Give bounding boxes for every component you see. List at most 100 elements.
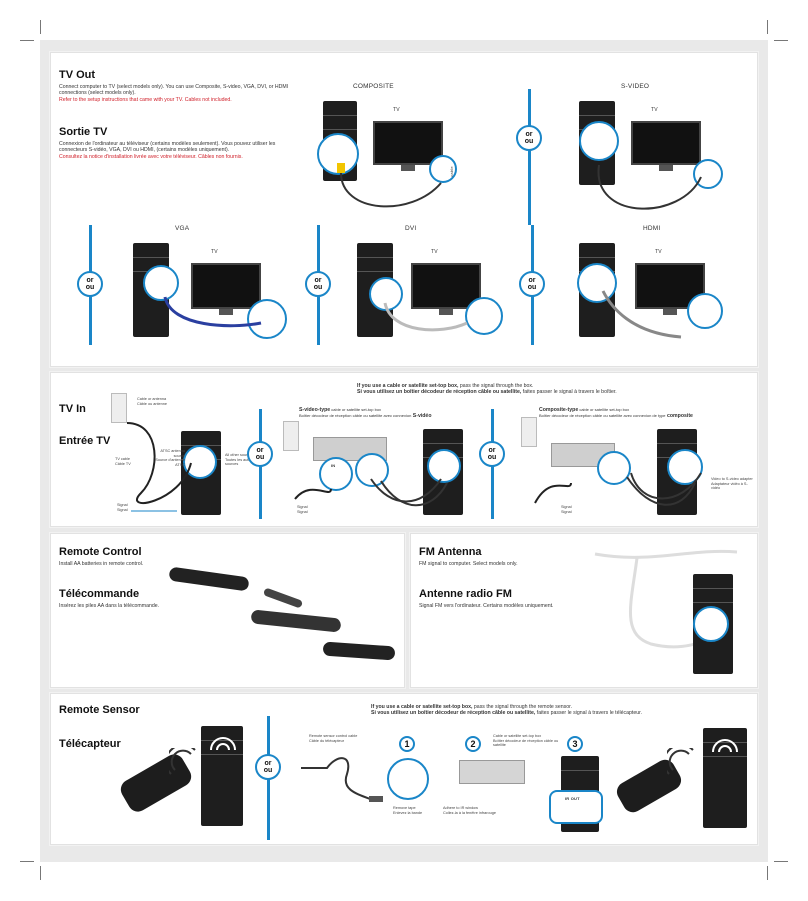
settop-composite-callout: [597, 451, 631, 485]
vga-label: VGA: [175, 225, 190, 232]
hdmi-cable: [601, 290, 682, 339]
dvi-label: DVI: [405, 225, 417, 232]
hdmi-label: HDMI: [643, 225, 661, 232]
vga-cable: [163, 296, 262, 328]
remote-control-open-image: [250, 609, 342, 633]
composite-label: COMPOSITE: [353, 83, 394, 90]
remote-control-title: Remote Control: [59, 546, 142, 558]
composite-cable: [337, 163, 442, 208]
ir-signal-icon: [169, 748, 196, 775]
settop-box-sensor: [459, 760, 525, 784]
crop-mark: [767, 866, 768, 880]
fm-port-callout: [693, 606, 729, 642]
remote-sensor-panel: Remote Sensor Télécapteur If you use a c…: [50, 693, 758, 845]
step-2-badge: 2: [465, 736, 481, 752]
tv-in-panel: TV In Entrée TV If you use a cable or sa…: [50, 372, 758, 527]
sortie-tv-title: Sortie TV: [59, 126, 108, 138]
ir-out-label: IR OUT: [565, 796, 580, 801]
remote-control-closed-image: [322, 641, 396, 661]
wall-outlet: [283, 421, 299, 451]
ir-out-callout: [549, 790, 603, 824]
composite-settop-cables: [534, 472, 702, 506]
tv-hdmi-port-callout: [687, 293, 723, 329]
entree-tv-title: Entrée TV: [59, 435, 111, 447]
tv-composite: [373, 111, 443, 171]
crop-mark: [40, 866, 41, 880]
tv-out-description: Connect computer to TV (select models on…: [59, 84, 289, 103]
svideo-settop-cables: [294, 478, 448, 507]
crop-mark: [20, 861, 34, 862]
sortie-tv-description: Connexion de l'ordinateur au téléviseur …: [59, 141, 276, 160]
ir-signal-icon: [667, 748, 694, 775]
svideo-label: S-VIDEO: [621, 83, 650, 90]
fm-antenna-title: FM Antenna: [419, 546, 482, 558]
computer-tower-sensor: [201, 726, 243, 826]
tv-cable: [126, 422, 192, 512]
tv-svideo: [631, 111, 701, 171]
tv-label-composite: TV: [393, 107, 400, 113]
ir-receiver-icon: [210, 737, 236, 751]
fm-antenna-panel: FM Antenna FM signal to computer. Select…: [410, 533, 758, 688]
hdmi-port-callout: [577, 263, 617, 303]
crop-mark: [20, 40, 34, 41]
svideo-port-callout: [579, 121, 619, 161]
tv-dvi: [411, 253, 481, 315]
step-3-badge: 3: [567, 736, 583, 752]
step-1-badge: 1: [399, 736, 415, 752]
crop-mark: [774, 861, 788, 862]
remote-sensor-title: Remote Sensor: [59, 704, 140, 716]
divider-line: [528, 89, 531, 225]
tv-svideo-port-callout: [693, 159, 723, 189]
tv-out-title: TV Out: [59, 69, 96, 81]
tv-label-svideo: TV: [651, 107, 658, 113]
tv-in-title: TV In: [59, 403, 86, 415]
tv-dvi-port-callout: [465, 297, 503, 335]
tv-vga: [191, 253, 261, 315]
telecommande-title: Télécommande: [59, 588, 140, 600]
remove-tape-callout: [387, 758, 429, 800]
wall-outlet: [521, 417, 537, 447]
crop-mark: [40, 20, 41, 34]
tv-label-dvi: TV: [431, 249, 438, 255]
sensor-cable-image: [301, 757, 383, 802]
svideo-in-callout: [427, 449, 461, 483]
telecommande-description: Insérez les piles AA dans la télécommand…: [59, 603, 160, 609]
remote-control-image: [168, 566, 250, 592]
tv-in-settop-note: If you use a cable or satellite set-top …: [357, 383, 617, 396]
in-label: IN: [331, 463, 336, 468]
ir-receiver-icon: [712, 739, 738, 753]
tv-out-panel: TV Out Connect computer to TV (select mo…: [50, 52, 758, 367]
tv-label-vga: TV: [211, 249, 218, 255]
tv-label-hdmi: TV: [655, 249, 662, 255]
tv-vga-port-callout: [247, 299, 287, 339]
tuner-port-callout: [183, 445, 217, 479]
svideo-settop-caption: S-video-type cable or satellite set-top …: [299, 407, 432, 420]
battery-cover-image: [262, 587, 304, 609]
fm-antenna-description: FM signal to computer. Select models onl…: [419, 561, 518, 567]
composite-settop-caption: Composite-type cable or satellite set-to…: [539, 407, 693, 420]
dvi-cable: [383, 302, 468, 332]
telecapteur-title: Télécapteur: [59, 738, 121, 750]
antenne-radio-description: Signal FM vers l'ordinateur. Certains mo…: [419, 603, 554, 609]
antenne-radio-title: Antenne radio FM: [419, 588, 512, 600]
settop-in-callout: [319, 457, 353, 491]
dvi-port-callout: [369, 277, 403, 311]
